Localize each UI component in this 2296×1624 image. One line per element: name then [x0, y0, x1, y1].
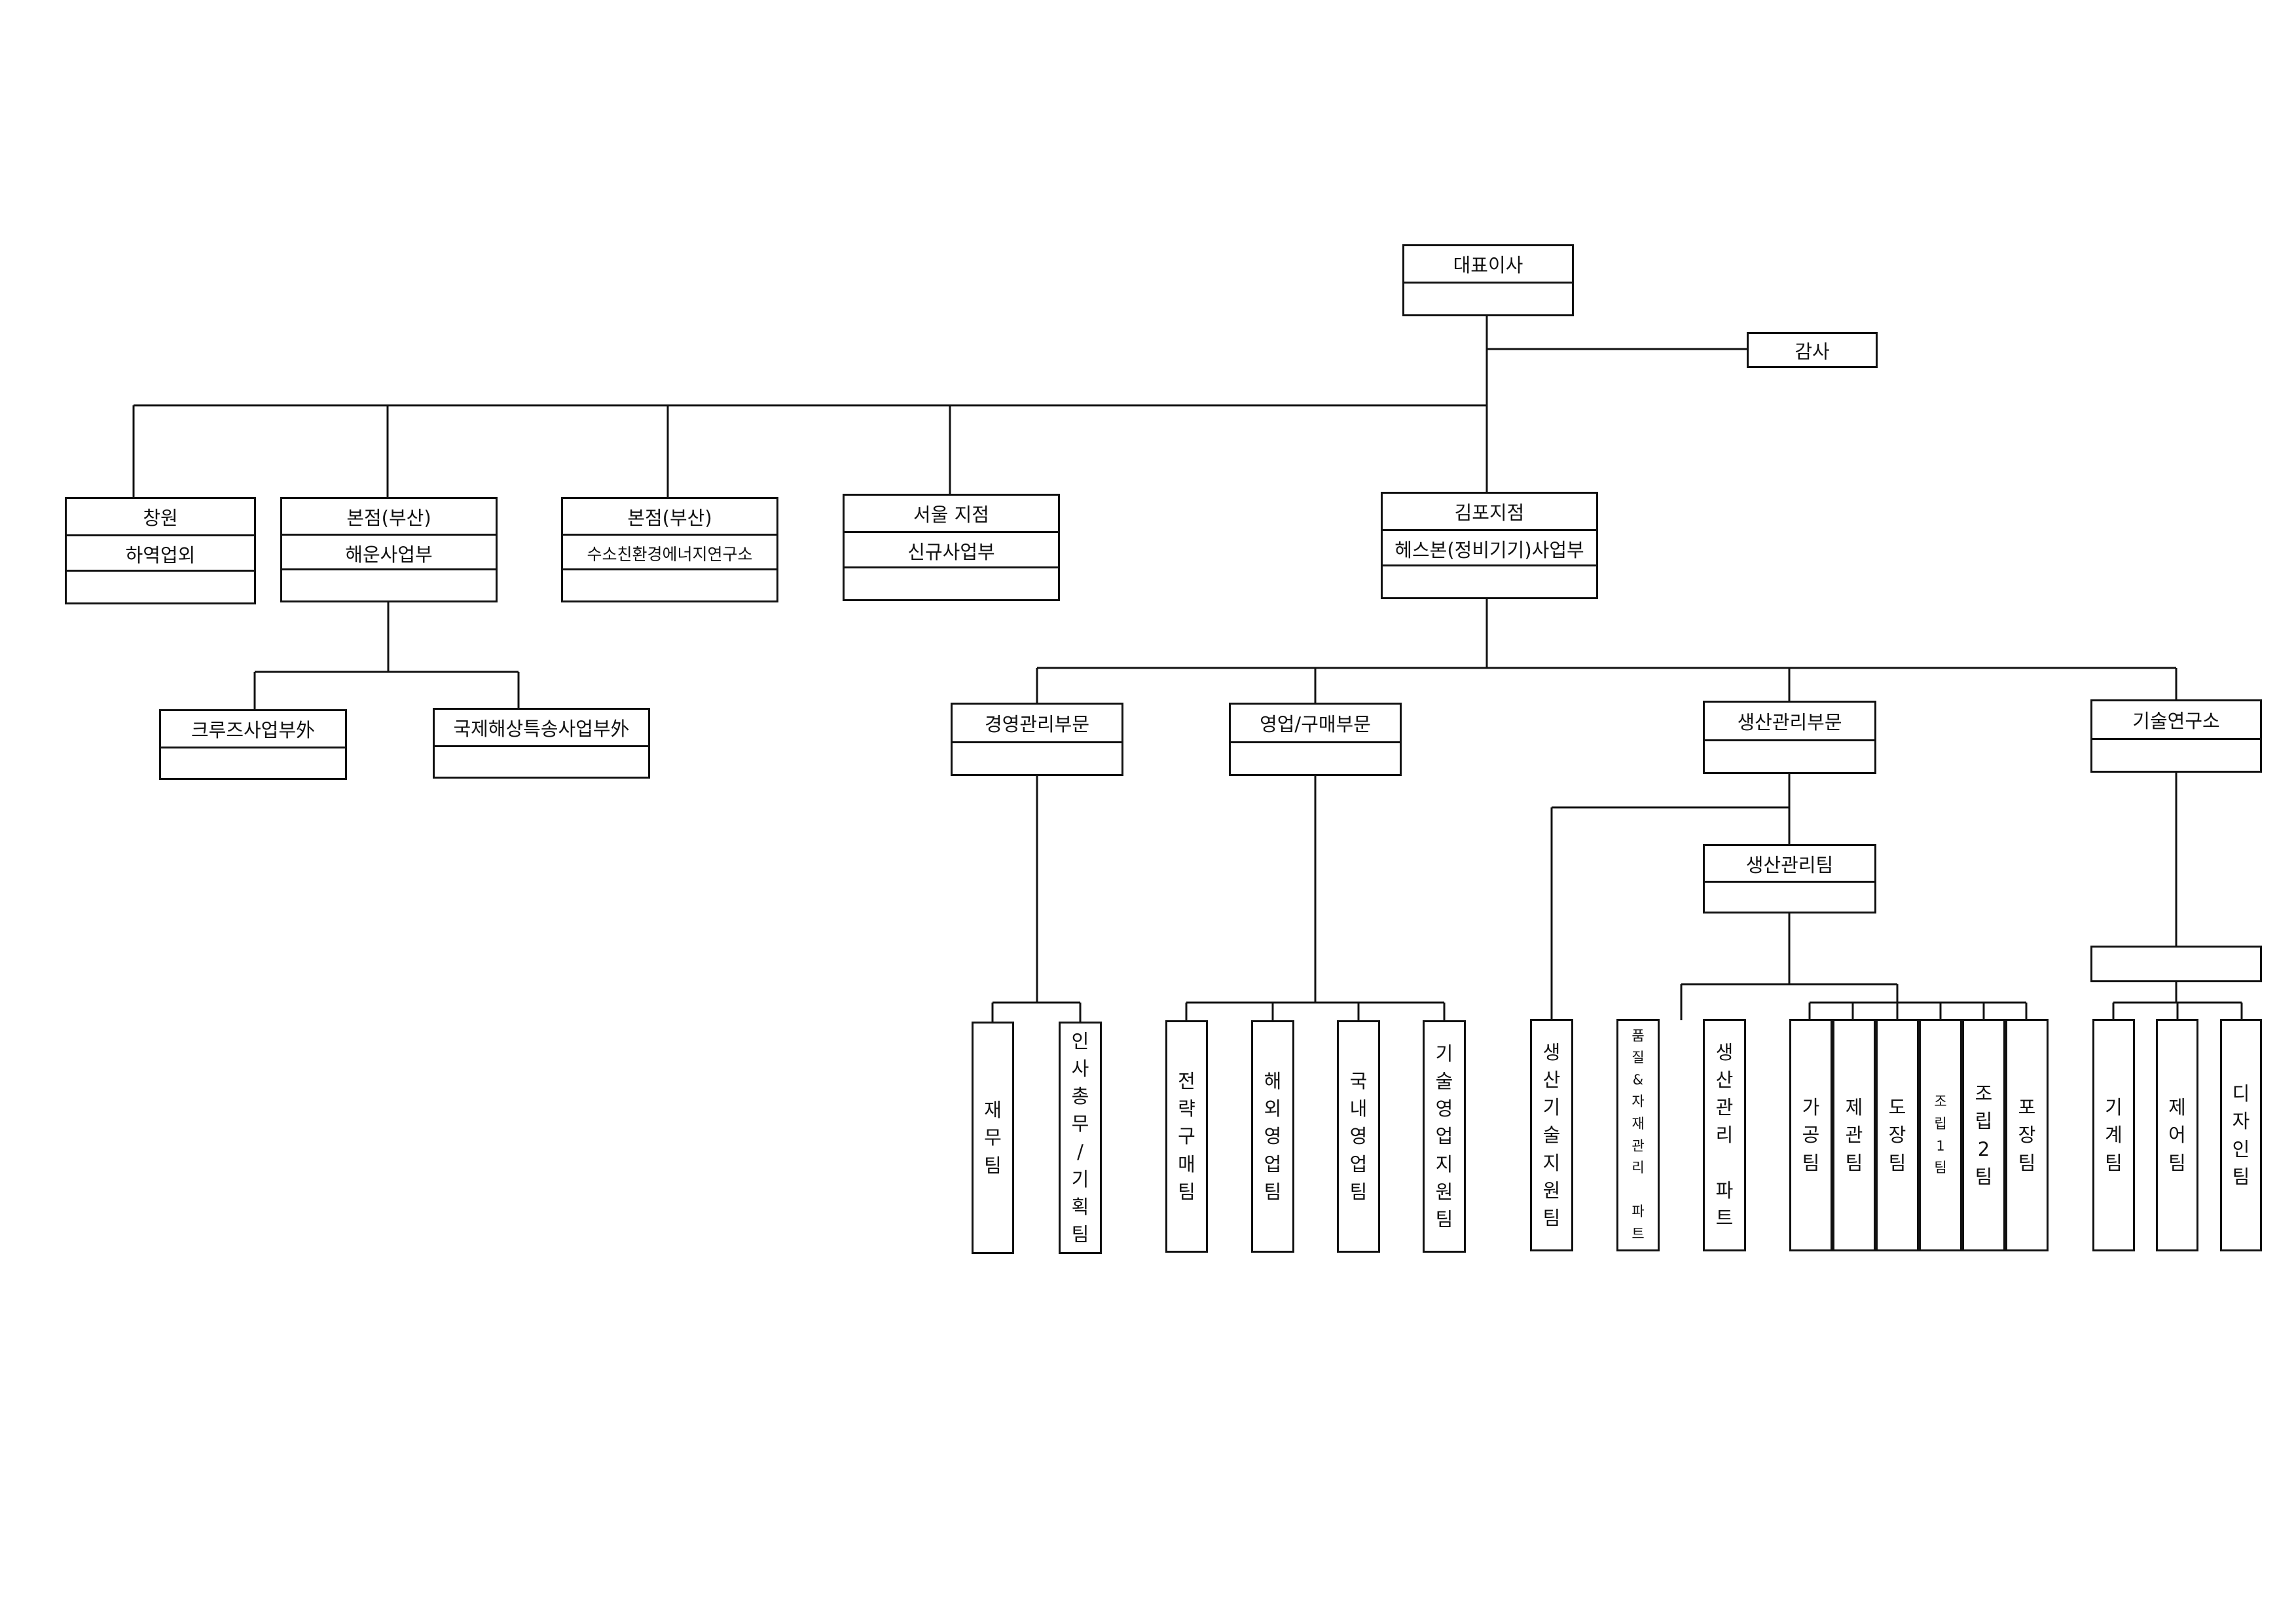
- audit-box: 감사: [1747, 332, 1878, 368]
- division-label: 영업/구매부문: [1260, 713, 1371, 735]
- production-team-label: 생산관리팀: [1745, 853, 1834, 876]
- ceo-label: 대표이사: [1453, 254, 1523, 276]
- division-label: 생산관리부문: [1737, 711, 1842, 733]
- team-label: 재 무 팀: [984, 1099, 1002, 1177]
- team-domestic-sales: 국 내 영 업 팀: [1337, 1020, 1380, 1253]
- branch-empty-row: [1383, 564, 1596, 597]
- team-label: 생 산 관 리 파 트: [1715, 1041, 1734, 1229]
- team-fabrication: 제 관 팀: [1832, 1019, 1876, 1251]
- branch-empty-row: [67, 570, 254, 602]
- division-label: 경영관리부문: [984, 713, 1090, 735]
- branch-name: 본점(부산): [627, 506, 712, 529]
- branch-name: 본점(부산): [346, 506, 431, 529]
- branch-gimpo: 김포지점 헤스본(정비기기)사업부: [1381, 492, 1598, 599]
- team-label: 해 외 영 업 팀: [1264, 1070, 1282, 1203]
- team-machining: 가 공 팀: [1789, 1019, 1832, 1251]
- unit-cruise: 크루즈사업부外: [159, 709, 347, 780]
- research-empty-box: [2090, 946, 2262, 982]
- branch-dept: 해운사업부: [282, 534, 496, 570]
- branch-empty-row: [845, 566, 1058, 599]
- division-label: 기술연구소: [2132, 710, 2220, 732]
- team-label: 도 장 팀: [1888, 1096, 1906, 1174]
- branch-dept: 신규사업부: [845, 531, 1058, 568]
- branch-empty-row: [563, 568, 776, 600]
- team-label: 국 내 영 업 팀: [1349, 1070, 1368, 1203]
- team-overseas-sales: 해 외 영 업 팀: [1251, 1020, 1294, 1253]
- team-finance: 재 무 팀: [972, 1022, 1014, 1254]
- division-research: 기술연구소: [2090, 699, 2262, 773]
- branch-busan-shipping: 본점(부산) 해운사업부: [280, 497, 498, 602]
- team-painting: 도 장 팀: [1876, 1019, 1919, 1251]
- branch-empty-row: [282, 568, 496, 600]
- team-label: 포 장 팀: [2018, 1096, 2036, 1174]
- branch-dept: 하역업외: [67, 534, 254, 572]
- production-team-empty-row: [1705, 881, 1874, 912]
- team-hr-planning: 인 사 총 무 / 기 획 팀: [1059, 1022, 1102, 1254]
- team-label: 전 략 구 매 팀: [1178, 1070, 1195, 1203]
- team-tech-sales: 기 술 영 업 지 원 팀: [1423, 1020, 1466, 1253]
- team-assembly-1: 조 립 1 팀: [1919, 1019, 1962, 1251]
- unit-empty-row: [435, 745, 648, 777]
- unit-empty-row: [161, 747, 345, 778]
- team-production-tech: 생 산 기 술 지 원 팀: [1530, 1019, 1573, 1251]
- unit-label: 국제해상특송사업부外: [453, 718, 630, 740]
- team-procurement: 전 략 구 매 팀: [1165, 1020, 1208, 1253]
- division-empty-row: [953, 741, 1121, 774]
- team-label: 기 술 영 업 지 원 팀: [1435, 1043, 1453, 1230]
- branch-name: 김포지점: [1454, 502, 1525, 524]
- team-label: 제 관 팀: [1845, 1096, 1863, 1174]
- branch-busan-hydrogen: 본점(부산) 수소친환경에너지연구소: [561, 497, 778, 602]
- branch-dept: 헤스본(정비기기)사업부: [1383, 529, 1596, 566]
- team-label: 생 산 기 술 지 원 팀: [1542, 1041, 1561, 1229]
- team-label: 인 사 총 무 / 기 획 팀: [1071, 1030, 1089, 1246]
- team-label: 기 계 팀: [2105, 1096, 2123, 1174]
- branch-name: 창원: [143, 507, 178, 529]
- team-packing: 포 장 팀: [2005, 1019, 2049, 1251]
- branch-seoul: 서울 지점 신규사업부: [843, 494, 1060, 601]
- division-production: 생산관리부문: [1703, 701, 1876, 774]
- team-quality-materials: 품 질 & 자 재 관 리 파 트: [1616, 1019, 1660, 1251]
- team-label: 가 공 팀: [1802, 1096, 1820, 1174]
- branch-dept: 수소친환경에너지연구소: [563, 534, 776, 570]
- division-empty-row: [1705, 739, 1874, 772]
- division-sales: 영업/구매부문: [1229, 703, 1402, 776]
- team-label: 제 어 팀: [2168, 1096, 2186, 1174]
- production-team-box: 생산관리팀: [1703, 844, 1876, 913]
- audit-label: 감사: [1795, 340, 1830, 363]
- team-label: 품 질 & 자 재 관 리 파 트: [1631, 1027, 1645, 1242]
- ceo-box: 대표이사: [1402, 244, 1574, 316]
- team-label: 조 립 2 팀: [1975, 1082, 1993, 1188]
- unit-label: 크루즈사업부外: [191, 719, 316, 741]
- unit-intl-express: 국제해상특송사업부外: [433, 708, 650, 779]
- division-empty-row: [1231, 741, 1400, 774]
- team-assembly-2: 조 립 2 팀: [1962, 1019, 2005, 1251]
- division-management: 경영관리부문: [951, 703, 1123, 776]
- team-design: 디 자 인 팀: [2220, 1019, 2262, 1251]
- ceo-empty-row: [1404, 282, 1572, 314]
- team-label: 디 자 인 팀: [2232, 1082, 2250, 1188]
- team-label: 조 립 1 팀: [1934, 1094, 1947, 1176]
- team-mechanical: 기 계 팀: [2092, 1019, 2135, 1251]
- division-empty-row: [2092, 738, 2260, 771]
- branch-changwon: 창원 하역업외: [65, 497, 256, 604]
- branch-name: 서울 지점: [913, 504, 989, 526]
- team-control: 제 어 팀: [2156, 1019, 2198, 1251]
- team-production-mgmt-part: 생 산 관 리 파 트: [1703, 1019, 1746, 1251]
